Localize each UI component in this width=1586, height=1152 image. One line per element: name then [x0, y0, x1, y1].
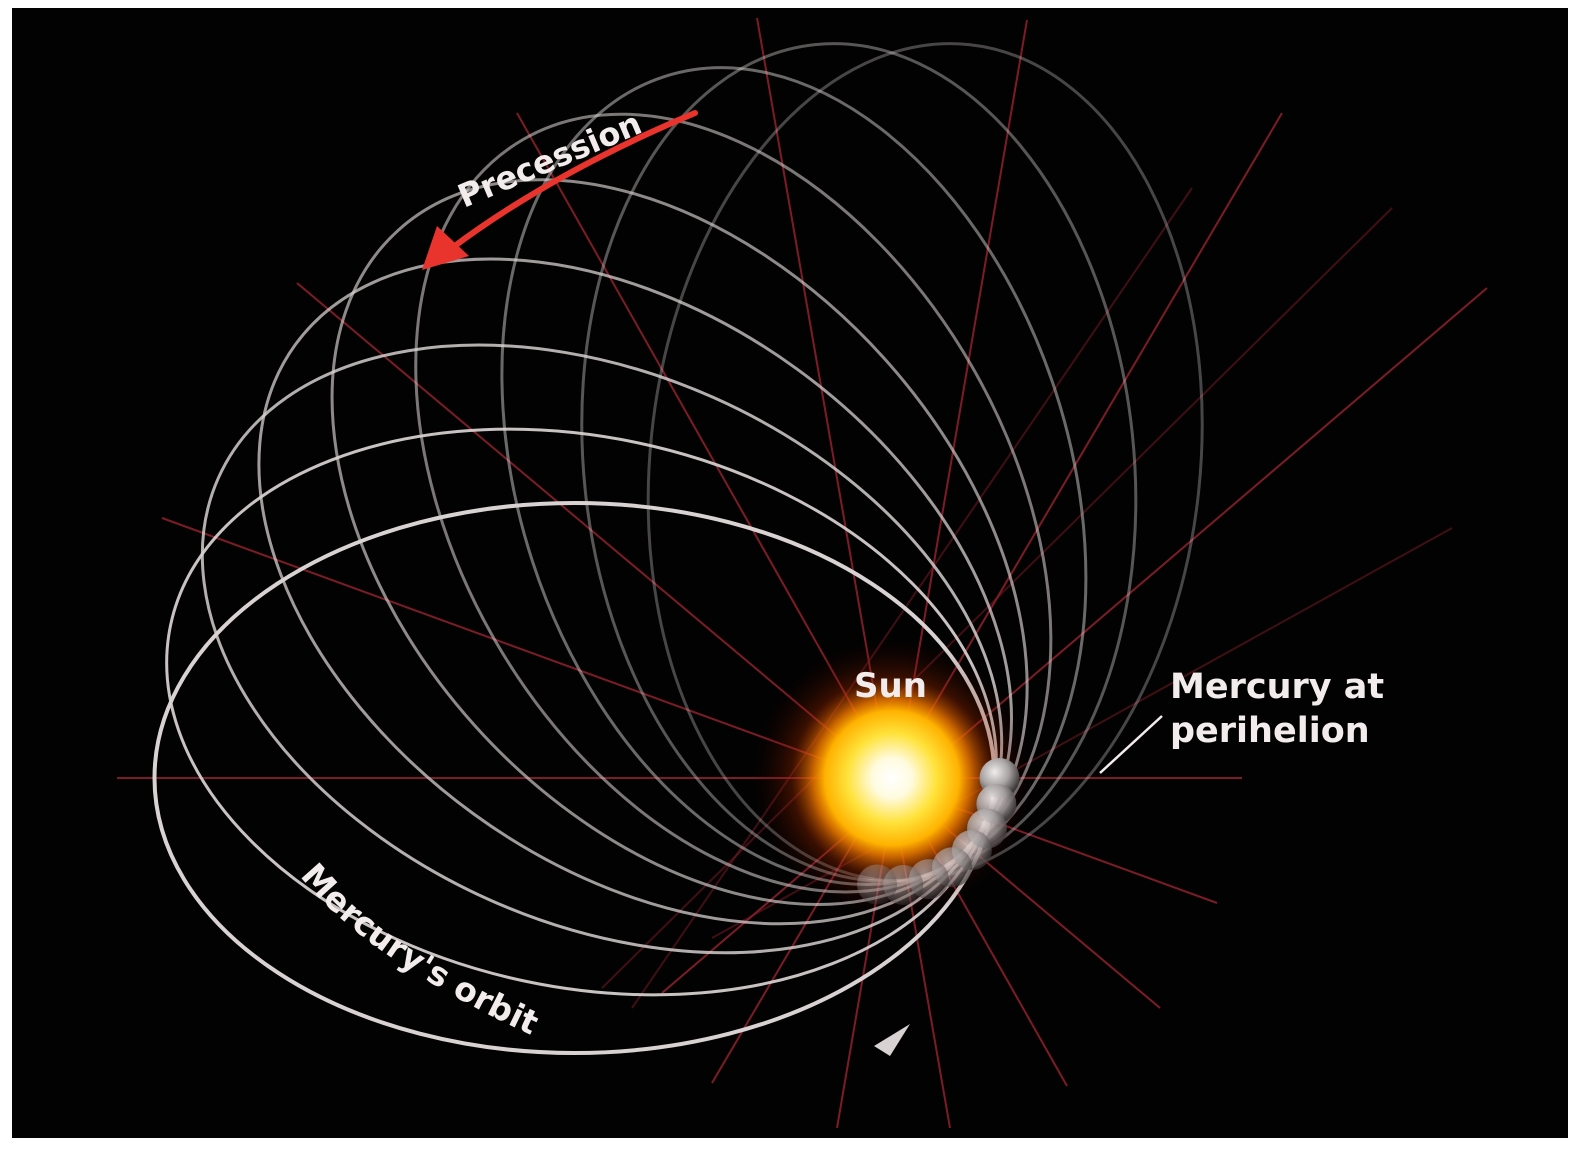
- sun-label: Sun: [854, 666, 927, 706]
- mercury-perihelion-label-line1: Mercury at: [1170, 667, 1384, 707]
- axis-line: [161, 517, 1218, 904]
- orbit-ellipse: [414, 112, 1053, 894]
- precession-label: Precession: [452, 104, 647, 215]
- apsidal-axis-lines: [117, 17, 1488, 1129]
- orbit-ellipses: [152, 42, 1204, 1055]
- precession-diagram: Precession Sun Mercury at perihelion Mer…: [117, 17, 1488, 1129]
- perihelion-pointer-line: [1099, 715, 1163, 774]
- mercury-perihelion-label-line2: perihelion: [1170, 711, 1370, 751]
- axis-line: [296, 282, 1161, 1009]
- diagram-frame: Precession Sun Mercury at perihelion Mer…: [12, 8, 1568, 1138]
- mercury-orbit-label-text: Mercury's orbit: [294, 855, 545, 1042]
- axis-line: [601, 207, 1393, 989]
- mercury-orbit-label: Mercury's orbit: [294, 855, 545, 1042]
- axis-line: [836, 19, 1028, 1129]
- axis-line: [661, 287, 1488, 994]
- mercury-positions: [857, 758, 1020, 905]
- axis-line: [516, 112, 1068, 1087]
- mercury-position-icon: [857, 864, 897, 905]
- orbit-direction-arrow-icon: [874, 1024, 910, 1056]
- orbit-ellipse: [200, 343, 1004, 955]
- axis-line: [631, 187, 1193, 1009]
- precession-arrow-icon: [422, 110, 698, 270]
